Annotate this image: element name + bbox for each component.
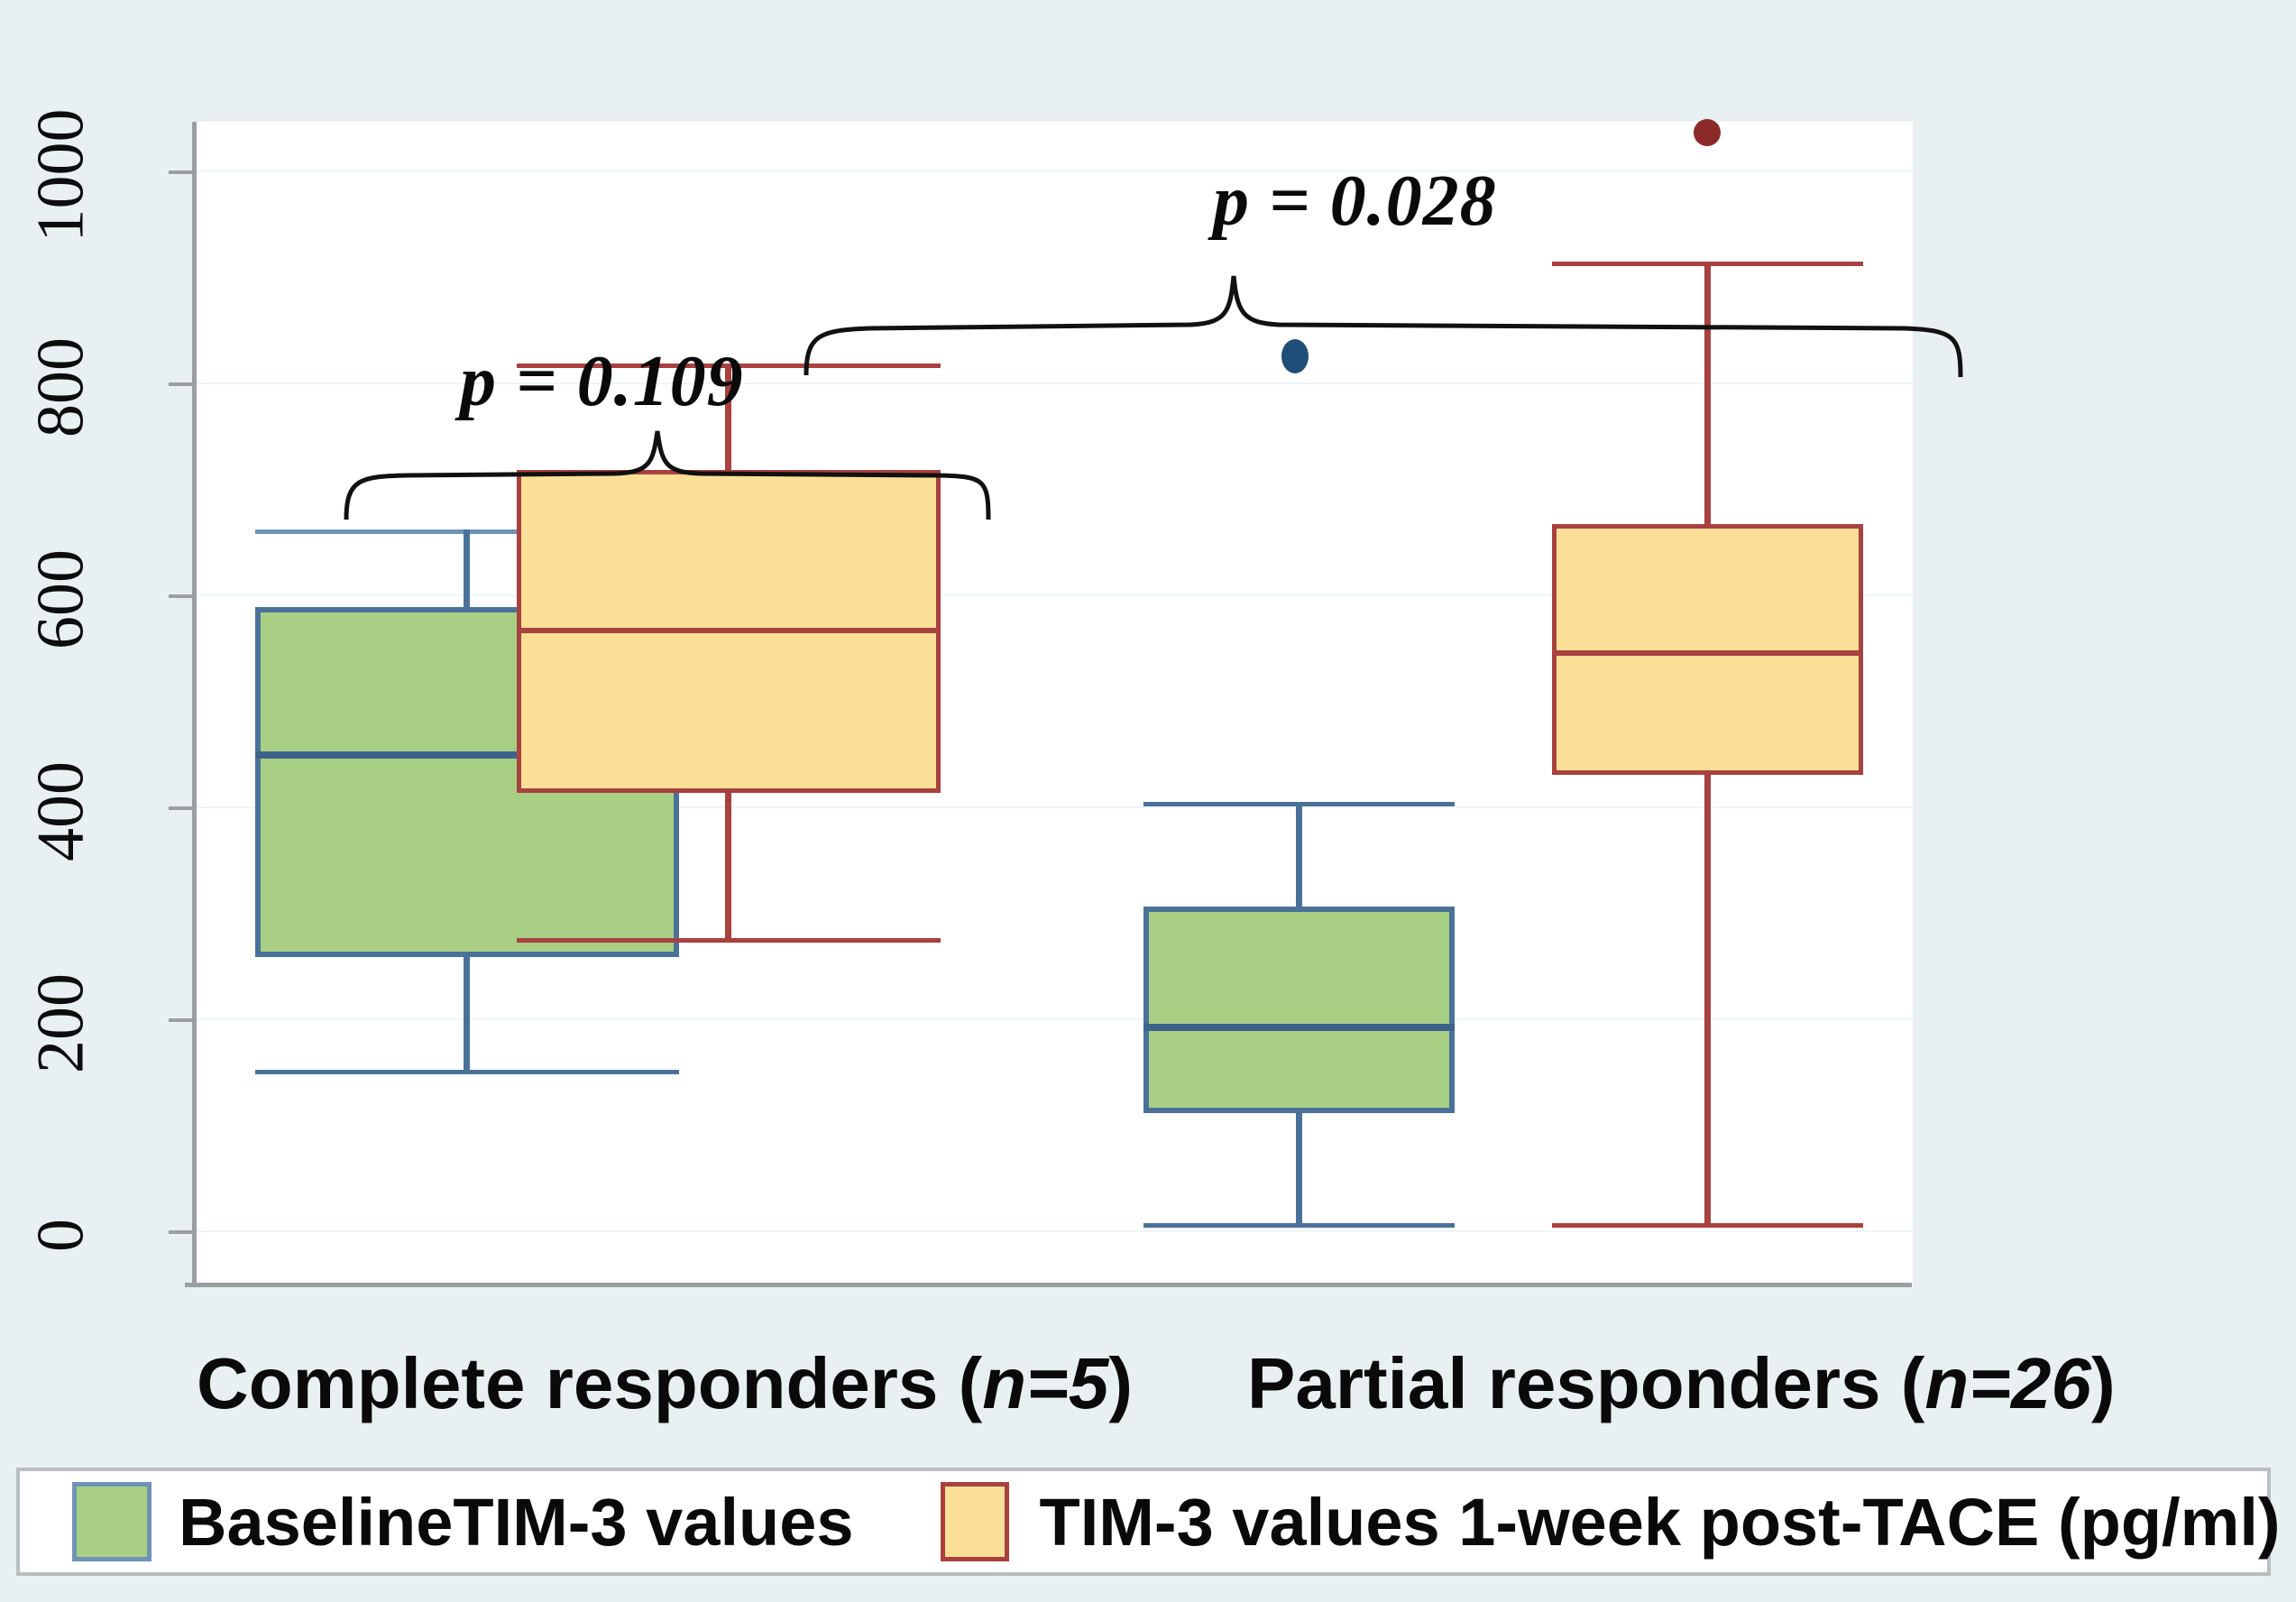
plot-inner (197, 119, 1913, 1285)
box-g2-yellow (1552, 524, 1863, 775)
outlier-g2-yellow (1694, 119, 1721, 146)
median-g1-green (255, 751, 679, 759)
category-label-right-n: n=26 (1924, 1343, 2091, 1423)
y-tick-label-400: 400 (23, 761, 98, 861)
legend-swatch-baseline (72, 1482, 152, 1561)
median-g2-yellow (1552, 650, 1863, 656)
x-axis-line (185, 1283, 1912, 1287)
y-tick-label-0: 0 (23, 1219, 98, 1252)
legend-swatch-postTACE (940, 1482, 1009, 1561)
pvalue-label-1: p = 0.109 (460, 342, 744, 421)
y-tick-label-800: 800 (23, 337, 98, 437)
box-g2-green (1143, 907, 1455, 1113)
whisker-cap-bottom-g1-yellow (517, 938, 941, 943)
gridline-1000 (197, 170, 1913, 172)
y-tick-200 (169, 1018, 192, 1022)
y-tick-400 (169, 806, 192, 810)
y-tick-600 (169, 594, 192, 598)
y-tick-label-600: 600 (23, 549, 98, 649)
legend-item-postTACE: TIM-3 values 1-week post-TACE (pg/ml) (940, 1482, 2281, 1561)
gridline-800 (197, 382, 1913, 384)
median-g2-green (1143, 1024, 1455, 1031)
y-tick-label-200: 200 (23, 973, 98, 1073)
pvalue-label-2: p = 0.028 (1213, 161, 1497, 241)
whisker-lower-g2-green (1296, 1113, 1302, 1226)
category-label-right-close: ) (2090, 1343, 2116, 1423)
brace-p2 (804, 275, 1963, 378)
y-tick-label-1000: 1000 (23, 108, 98, 243)
y-tick-0 (169, 1230, 192, 1234)
whisker-upper-g2-green (1296, 802, 1302, 907)
y-tick-800 (169, 382, 192, 386)
gridline-200 (197, 1018, 1913, 1020)
category-label-left: Complete responders (n=5) (197, 1342, 1133, 1425)
category-label-left-close: ) (1108, 1343, 1134, 1423)
y-tick-1000 (169, 170, 192, 174)
outlier-g2-green (1281, 339, 1309, 373)
gridline-0 (197, 1230, 1913, 1232)
whisker-lower-g1-yellow (725, 793, 731, 943)
category-label-right-main: Partial responders ( (1247, 1343, 1925, 1423)
whisker-upper-g1-yellow (725, 364, 731, 472)
category-label-right: Partial responders (n=26) (1247, 1342, 2116, 1425)
whisker-upper-g2-yellow (1704, 262, 1711, 529)
whisker-lower-g1-green (464, 957, 470, 1073)
whisker-cap-bottom-g2-yellow (1552, 1223, 1863, 1228)
whisker-cap-bottom-g1-green (255, 1070, 679, 1074)
median-g1-yellow (517, 628, 941, 633)
gridline-400 (197, 806, 1913, 808)
legend-item-baseline: BaselineTIM-3 values (72, 1482, 854, 1561)
plot-area (192, 119, 1913, 1285)
whisker-upper-g1-green (464, 529, 470, 607)
whisker-cap-bottom-g2-green (1143, 1223, 1455, 1228)
gridline-600 (197, 594, 1913, 596)
category-label-left-main: Complete responders ( (197, 1343, 983, 1423)
legend-label-postTACE: TIM-3 values 1-week post-TACE (pg/ml) (1039, 1484, 2281, 1560)
category-label-left-n: n=5 (982, 1343, 1109, 1423)
whisker-lower-g2-yellow (1704, 775, 1711, 1226)
legend: BaselineTIM-3 values TIM-3 values 1-week… (16, 1468, 2281, 1576)
brace-p1 (344, 430, 991, 520)
legend-label-baseline: BaselineTIM-3 values (179, 1484, 854, 1560)
